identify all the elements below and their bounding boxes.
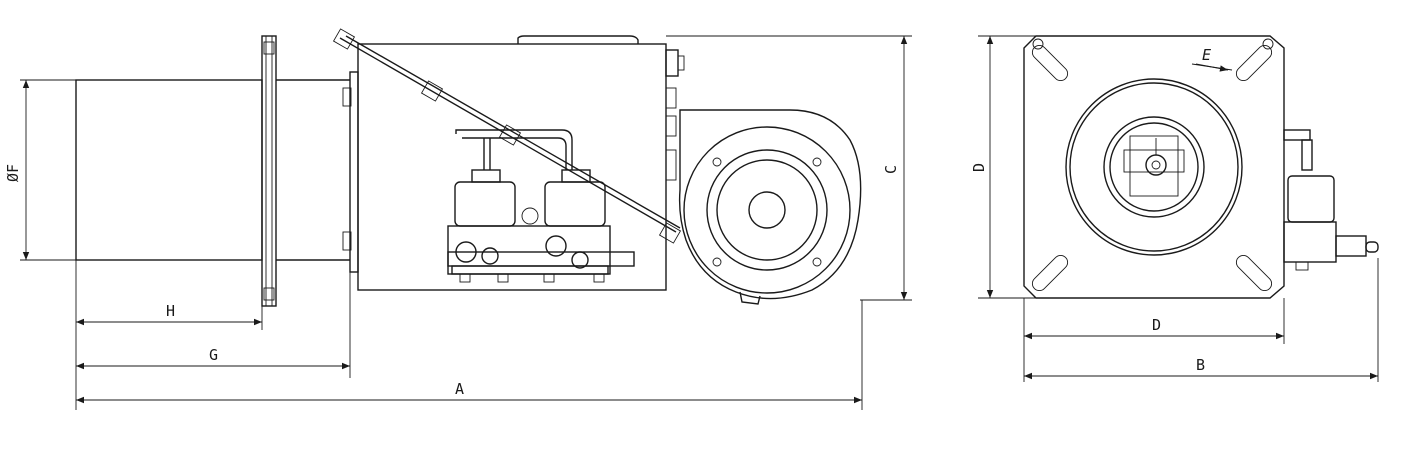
dimension-label-d-horizontal: D (1152, 316, 1161, 334)
front-dimension-lines (986, 36, 1378, 380)
side-view: H G A ØF C (4, 28, 912, 410)
corner-slots (1031, 38, 1274, 292)
mounting-flange (261, 35, 350, 307)
dimension-label-e: E (1202, 46, 1211, 64)
dimension-label-h: H (166, 302, 175, 320)
dimension-label-g: G (209, 346, 218, 364)
dimension-label-f: ØF (4, 164, 22, 182)
dimension-label-b: B (1196, 356, 1205, 374)
side-dimension-lines (22, 36, 908, 404)
pump-assembly (447, 129, 635, 283)
dimension-line-e (1195, 63, 1229, 72)
hinge-bolts (332, 28, 682, 244)
burner-housing (332, 28, 685, 291)
front-extension-lines (978, 35, 1379, 382)
mounting-plate (1023, 35, 1285, 299)
dimension-label-c: C (882, 165, 900, 174)
dimension-label-d-vertical: D (970, 163, 988, 172)
front-view: D D B E (970, 35, 1379, 382)
tube-face (1065, 78, 1243, 256)
side-extension-lines (20, 35, 912, 410)
dimension-label-a: A (455, 380, 464, 398)
front-pump (1283, 129, 1379, 271)
blast-tube (75, 79, 263, 261)
fan-housing (678, 109, 862, 305)
